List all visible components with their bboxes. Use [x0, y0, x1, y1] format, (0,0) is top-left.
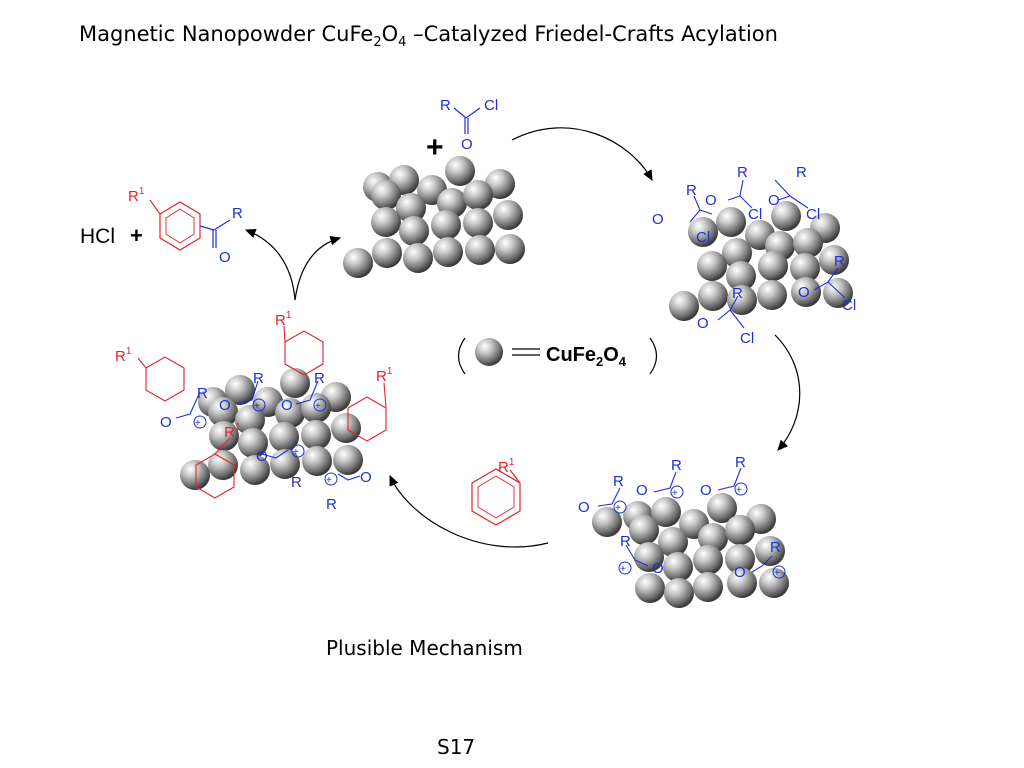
svg-text:+: +	[326, 475, 332, 486]
svg-text:O: O	[219, 249, 231, 266]
svg-text:O: O	[636, 482, 648, 499]
page-number: S17	[437, 735, 476, 759]
cycle-arrow-up-to-product	[244, 228, 296, 301]
arene-reagent: R1	[471, 457, 521, 526]
svg-text:R: R	[671, 457, 682, 474]
catalyst-cluster-acyl-chloride: R O Cl R O Cl R O Cl R O Cl R O Cl	[652, 164, 856, 347]
cycle-arrow-bottom-left	[389, 474, 549, 548]
svg-text:+: +	[195, 418, 201, 429]
svg-text:R: R	[232, 205, 243, 222]
svg-text:+: +	[130, 223, 143, 248]
svg-text:+: +	[315, 401, 321, 412]
cycle-arrow-up-to-catalyst	[294, 235, 342, 301]
svg-text:Cl: Cl	[696, 229, 710, 246]
svg-text:+: +	[620, 564, 626, 575]
svg-text:+: +	[293, 447, 299, 458]
svg-text:HCl: HCl	[80, 225, 115, 248]
svg-text:+: +	[426, 131, 444, 164]
svg-text:R: R	[732, 285, 743, 302]
svg-text:CuFe2O4: CuFe2O4	[546, 344, 627, 369]
svg-text:O: O	[734, 564, 746, 581]
svg-text:R: R	[291, 474, 302, 491]
svg-text:+: +	[615, 503, 621, 514]
svg-text:O: O	[578, 499, 590, 516]
svg-text:R: R	[735, 454, 746, 471]
svg-text:R: R	[620, 533, 631, 550]
svg-text:Cl: Cl	[842, 297, 856, 314]
svg-text:R: R	[686, 182, 697, 199]
svg-text:O: O	[697, 315, 709, 332]
cycle-arrow-right-down	[774, 334, 801, 451]
page-title: Magnetic Nanopowder CuFe2O4 –Catalyzed F…	[79, 22, 778, 51]
svg-text:R: R	[440, 97, 451, 114]
svg-text:+: +	[736, 485, 742, 496]
svg-text:O: O	[360, 469, 372, 486]
acyl-chloride-reagent: R Cl O +	[426, 97, 498, 164]
svg-text:O: O	[461, 136, 473, 153]
svg-text:Cl: Cl	[806, 206, 820, 223]
catalyst-cluster-arene-complex: R1 R1 R1 R1 R O + R O + R O + O + R + O …	[115, 310, 393, 513]
svg-text:O: O	[160, 414, 172, 431]
svg-text:R1: R1	[224, 422, 241, 441]
svg-text:O: O	[700, 482, 712, 499]
svg-text:R: R	[770, 539, 781, 556]
svg-text:R1: R1	[115, 346, 132, 365]
catalyst-cluster-top	[343, 156, 525, 278]
svg-text:O: O	[652, 560, 664, 577]
svg-text:O: O	[768, 192, 780, 209]
svg-text:+: +	[672, 488, 678, 499]
svg-text:R1: R1	[376, 366, 393, 385]
catalyst-cluster-acylium: R O + R O + R O + R + O R O +	[578, 454, 789, 608]
svg-text:R: R	[796, 164, 807, 181]
svg-text:O: O	[281, 397, 293, 414]
figure-caption: Plusible Mechanism	[326, 636, 523, 660]
svg-text:R: R	[613, 473, 624, 490]
svg-text:O: O	[798, 284, 810, 301]
svg-text:O: O	[705, 192, 717, 209]
svg-text:R: R	[834, 253, 845, 270]
svg-text:R: R	[326, 496, 337, 513]
svg-text:R: R	[197, 385, 208, 402]
svg-text:O: O	[256, 448, 268, 465]
product-aryl-ketone: HCl + R1 R O	[80, 186, 243, 266]
cycle-arrow-top-right	[511, 127, 653, 182]
svg-text:R: R	[253, 370, 264, 387]
svg-text:R: R	[314, 370, 325, 387]
svg-text:R1: R1	[128, 186, 145, 205]
svg-text:R: R	[737, 164, 748, 181]
svg-text:R1: R1	[498, 457, 515, 476]
svg-text:+: +	[254, 401, 260, 412]
svg-text:O: O	[652, 211, 664, 228]
catalyst-legend: CuFe2O4	[457, 337, 658, 375]
svg-text:R1: R1	[275, 310, 292, 329]
svg-text:+: +	[774, 568, 780, 579]
svg-text:Cl: Cl	[748, 206, 762, 223]
svg-text:Cl: Cl	[740, 330, 754, 347]
svg-text:O: O	[219, 397, 231, 414]
svg-text:Cl: Cl	[484, 97, 498, 114]
